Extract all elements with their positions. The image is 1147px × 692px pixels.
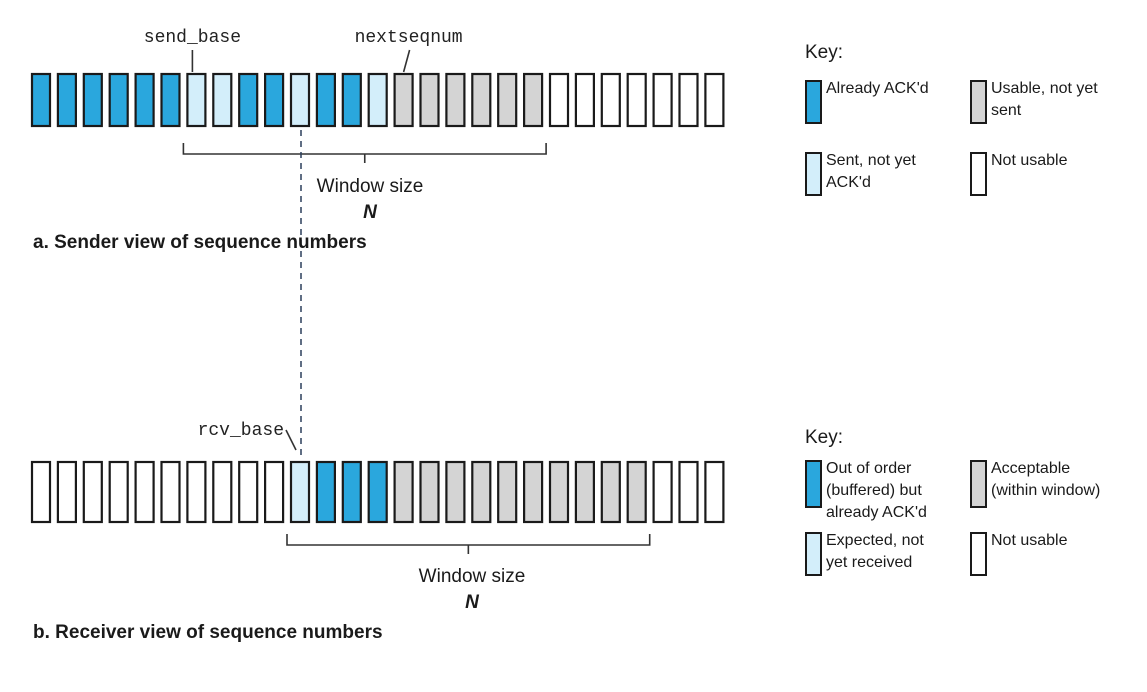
sender-caption: a. Sender view of sequence numbers — [33, 232, 367, 253]
sender-seq-cell-usable — [471, 72, 492, 128]
receiver-key-swatch-none — [970, 532, 987, 576]
receiver-window-bracket — [286, 534, 651, 554]
sender-seq-cell-usable — [393, 72, 414, 128]
sender-key-label-acked: Already ACK'd — [826, 80, 929, 97]
nextseqnum-pointer — [402, 49, 411, 73]
sender-seq-cell-acked — [134, 72, 155, 128]
receiver-key-swatch-acked — [805, 460, 822, 508]
receiver-seq-cell-usable — [445, 460, 466, 524]
send-base-label: send_base — [144, 28, 241, 48]
receiver-seq-cell-usable — [574, 460, 596, 524]
sender-seq-cell-sent — [289, 72, 311, 128]
sender-seq-cell-acked — [108, 72, 129, 128]
receiver-seq-cell-none — [82, 460, 103, 524]
sender-seq-cell-sent — [367, 72, 388, 128]
sender-seq-cell-none — [626, 72, 647, 128]
sender-key-swatch-none — [970, 152, 987, 196]
diagram-markers — [182, 49, 651, 554]
receiver-seq-cell-none — [134, 460, 155, 524]
receiver-seq-cell-none — [30, 460, 52, 524]
sender-seq-cell-none — [574, 72, 596, 128]
receiver-seq-cell-usable — [471, 460, 492, 524]
receiver-seq-cell-usable — [626, 460, 647, 524]
sender-window-size-label: Window size N — [300, 174, 440, 226]
sender-key-label-usable: Usable, not yet sent — [991, 80, 1098, 119]
sender-seq-cell-acked — [160, 72, 181, 128]
receiver-seq-cell-none — [264, 460, 285, 524]
receiver-seq-cell-none — [704, 460, 725, 524]
receiver-key-swatch-sent — [805, 532, 822, 576]
sender-seq-cell-none — [704, 72, 725, 128]
receiver-key-label-acked: Out of order (buffered) but already ACK'… — [826, 460, 927, 521]
sender-seq-cell-sent — [186, 72, 207, 128]
receiver-seq-cell-none — [212, 460, 233, 524]
receiver-seq-cell-none — [652, 460, 673, 524]
sender-seq-cell-acked — [315, 72, 336, 128]
sender-seq-cell-none — [678, 72, 699, 128]
sender-window-bracket — [182, 143, 547, 163]
sender-seq-cell-usable — [445, 72, 466, 128]
receiver-seq-cell-acked — [367, 460, 388, 524]
receiver-seq-cell-usable — [600, 460, 621, 524]
receiver-seq-cell-none — [238, 460, 259, 524]
receiver-seq-cell-none — [108, 460, 129, 524]
receiver-seq-cell-none — [678, 460, 699, 524]
receiver-key-title: Key: — [805, 427, 844, 448]
sender-seq-cell-acked — [30, 72, 52, 128]
sender-key-title: Key: — [805, 42, 844, 63]
receiver-window-size-label: Window size N — [402, 564, 542, 616]
receiver-seq-cell-sent — [289, 460, 311, 524]
sender-key-label-none: Not usable — [991, 152, 1068, 169]
sender-sequence-bar — [30, 72, 725, 128]
receiver-window-n: N — [465, 592, 479, 613]
rcv-base-pointer — [285, 429, 297, 451]
sender-seq-cell-acked — [82, 72, 103, 128]
sender-seq-cell-none — [652, 72, 673, 128]
receiver-seq-cell-usable — [522, 460, 544, 524]
nextseqnum-label: nextseqnum — [355, 28, 463, 48]
sender-seq-cell-none — [600, 72, 621, 128]
receiver-key-label-none: Not usable — [991, 532, 1068, 549]
receiver-key-swatch-usable — [970, 460, 987, 508]
sender-seq-cell-acked — [238, 72, 259, 128]
sender-seq-cell-acked — [264, 72, 285, 128]
sender-seq-cell-sent — [212, 72, 233, 128]
receiver-sequence-bar — [30, 460, 725, 524]
sender-window-n: N — [363, 202, 377, 223]
receiver-seq-cell-none — [186, 460, 207, 524]
receiver-seq-cell-usable — [393, 460, 414, 524]
receiver-seq-cell-usable — [419, 460, 440, 524]
receiver-seq-cell-acked — [341, 460, 362, 524]
sender-key-swatch-sent — [805, 152, 822, 196]
receiver-seq-cell-usable — [497, 460, 518, 524]
receiver-seq-cell-usable — [548, 460, 570, 524]
receiver-window-size-text: Window size — [418, 566, 526, 587]
sender-window-size-text: Window size — [316, 176, 424, 197]
sender-key-label-sent: Sent, not yet ACK'd — [826, 152, 916, 191]
sender-seq-cell-acked — [56, 72, 78, 128]
sender-key-swatch-usable — [970, 80, 987, 124]
receiver-key-label-usable: Acceptable (within window) — [991, 460, 1101, 499]
receiver-caption: b. Receiver view of sequence numbers — [33, 622, 383, 643]
receiver-seq-cell-acked — [315, 460, 336, 524]
sender-seq-cell-usable — [419, 72, 440, 128]
receiver-seq-cell-none — [56, 460, 78, 524]
rcv-base-label: rcv_base — [198, 421, 284, 441]
receiver-key-label-sent: Expected, not yet received — [826, 532, 924, 571]
sender-key-swatch-acked — [805, 80, 822, 124]
sender-seq-cell-usable — [522, 72, 544, 128]
receiver-seq-cell-none — [160, 460, 181, 524]
sender-seq-cell-none — [548, 72, 570, 128]
sender-seq-cell-acked — [341, 72, 362, 128]
sender-seq-cell-usable — [497, 72, 518, 128]
